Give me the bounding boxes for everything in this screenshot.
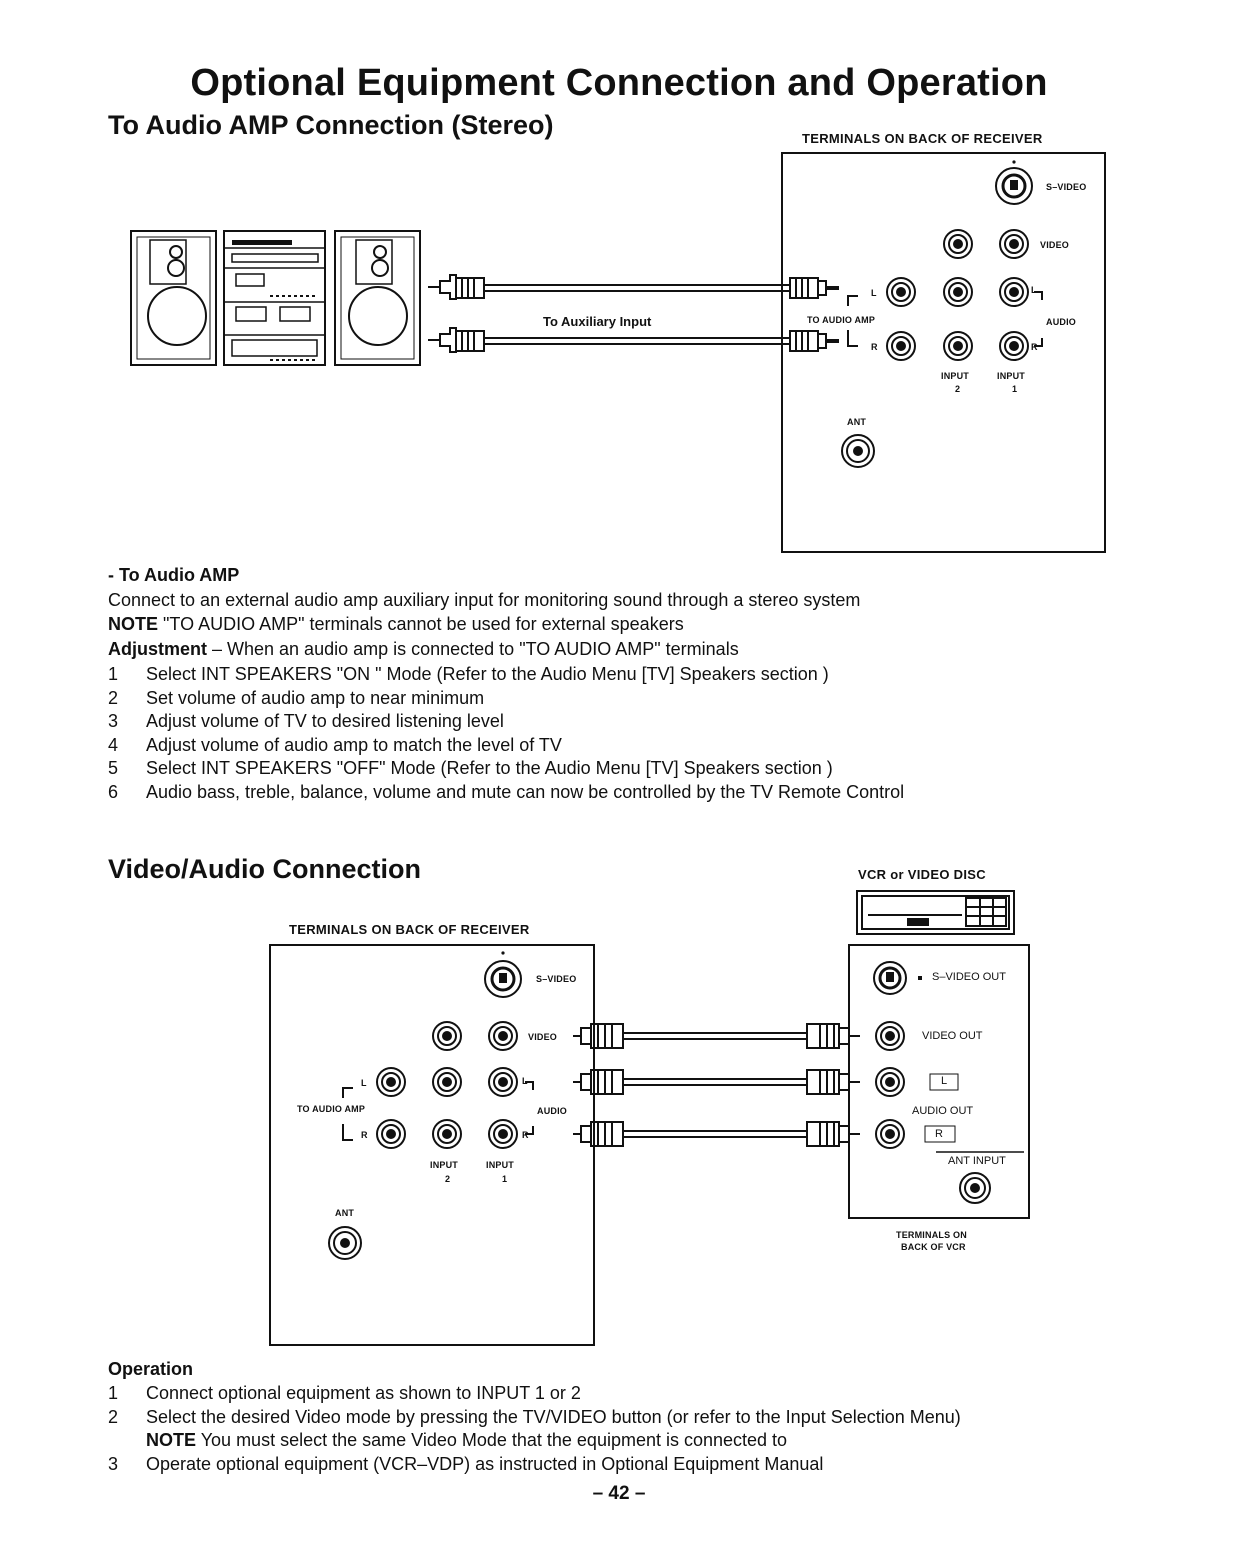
video-cable — [573, 1023, 860, 1049]
to-audio-amp-label-bottom: TO AUDIO AMP — [297, 1104, 366, 1114]
vcr-icon — [856, 890, 1015, 935]
vcr-video-out-label: VIDEO OUT — [922, 1030, 983, 1042]
s-video-label-bottom: S–VIDEO — [536, 974, 577, 984]
l-label-audio-bottom: L — [522, 1076, 528, 1086]
vcr-audio-out-label: AUDIO OUT — [912, 1105, 974, 1117]
vcr-r-label: R — [935, 1128, 943, 1140]
audio-label: AUDIO — [1046, 317, 1076, 327]
audio-label-bottom: AUDIO — [537, 1106, 567, 1116]
input2-num: 2 — [955, 384, 961, 394]
l-label-bottom: L — [361, 1078, 367, 1088]
audio-cable-left — [428, 274, 839, 300]
terminals-caption-top: TERMINALS ON BACK OF RECEIVER — [802, 131, 1043, 146]
to-audio-amp-label: TO AUDIO AMP — [807, 315, 876, 325]
audio-r-cable — [573, 1121, 860, 1147]
l-label: L — [871, 288, 877, 298]
vcr-rca-jacks — [875, 1021, 905, 1149]
adjustment-label: Adjustment — [108, 639, 207, 659]
video-audio-diagram — [269, 890, 1030, 1346]
video-label-bottom: VIDEO — [528, 1032, 558, 1042]
input2-label: INPUT — [941, 371, 969, 381]
input2-num-bottom: 2 — [445, 1174, 451, 1184]
r-label: R — [871, 342, 878, 352]
stereo-rack-icon — [223, 230, 326, 366]
vcr-s-video-jack-icon — [873, 961, 922, 995]
r-label-audio: R — [1031, 342, 1038, 352]
aux-input-label: To Auxiliary Input — [543, 314, 652, 329]
vcr-ant-jack-icon — [959, 1172, 991, 1204]
ant-label-bottom: ANT — [335, 1208, 355, 1218]
s-video-jack-icon — [995, 160, 1033, 205]
bullet-title: - To Audio AMP — [108, 565, 240, 585]
vcr-caption: VCR or VIDEO DISC — [858, 867, 986, 882]
note-line: NOTE "TO AUDIO AMP" terminals cannot be … — [108, 613, 684, 637]
audio-cable-right — [428, 327, 839, 353]
audio-l-cable — [573, 1069, 860, 1095]
vcr-terminals-caption-1: TERMINALS ON — [896, 1230, 967, 1240]
connect-text: Connect to an external audio amp auxilia… — [108, 590, 861, 610]
audio-bracket-r — [1034, 338, 1043, 347]
left-speaker-icon — [130, 230, 217, 366]
input2-label-bottom: INPUT — [430, 1160, 458, 1170]
audio-amp-diagram — [130, 152, 1106, 553]
ant-jack-icon — [328, 1226, 362, 1260]
input1-num-bottom: 1 — [502, 1174, 508, 1184]
input1-label: INPUT — [997, 371, 1025, 381]
adjustment-line: Adjustment – When an audio amp is connec… — [108, 638, 739, 662]
page-number: – 42 – — [592, 1483, 646, 1504]
terminals-caption-bottom: TERMINALS ON BACK OF RECEIVER — [289, 922, 530, 937]
vcr-ant-input-label: ANT INPUT — [948, 1155, 1006, 1167]
operation-title: Operation — [108, 1359, 194, 1379]
s-video-label: S–VIDEO — [1046, 182, 1087, 192]
rca-jacks-top — [886, 229, 1029, 361]
l-label-audio: L — [1031, 285, 1037, 295]
input1-num: 1 — [1012, 384, 1018, 394]
step2-note-text: You must select the same Video Mode that… — [196, 1430, 788, 1450]
vcr-l-label: L — [941, 1075, 948, 1087]
s-video-jack-icon — [484, 951, 522, 998]
note-label: NOTE — [108, 614, 159, 634]
audio-bracket-l — [1034, 291, 1043, 300]
receiver-panel — [781, 152, 1106, 553]
note-text: "TO AUDIO AMP" terminals cannot be used … — [158, 614, 684, 634]
adjustment-text: – When an audio amp is connected to "TO … — [207, 639, 739, 659]
vcr-s-video-out-label: S–VIDEO OUT — [932, 971, 1006, 983]
to-audio-amp-bracket-l — [847, 295, 858, 306]
r-label-audio-bottom: R — [522, 1130, 529, 1140]
vcr-terminals-caption-2: BACK OF VCR — [901, 1242, 966, 1252]
r-label-bottom: R — [361, 1130, 368, 1140]
input1-label-bottom: INPUT — [486, 1160, 514, 1170]
video-label: VIDEO — [1040, 240, 1070, 250]
right-speaker-icon — [334, 230, 421, 366]
page-title: Optional Equipment Connection and Operat… — [190, 62, 1048, 104]
ant-label: ANT — [847, 417, 867, 427]
receiver-panel-bottom — [269, 944, 595, 1346]
section-heading-video-audio: Video/Audio Connection — [108, 854, 421, 884]
rca-jacks-bottom — [376, 1021, 518, 1149]
to-audio-amp-bracket-r — [847, 330, 858, 347]
step2-note-label: NOTE — [146, 1430, 197, 1450]
section-heading-audio-amp: To Audio AMP Connection (Stereo) — [108, 110, 554, 140]
ant-jack-icon — [841, 434, 875, 468]
